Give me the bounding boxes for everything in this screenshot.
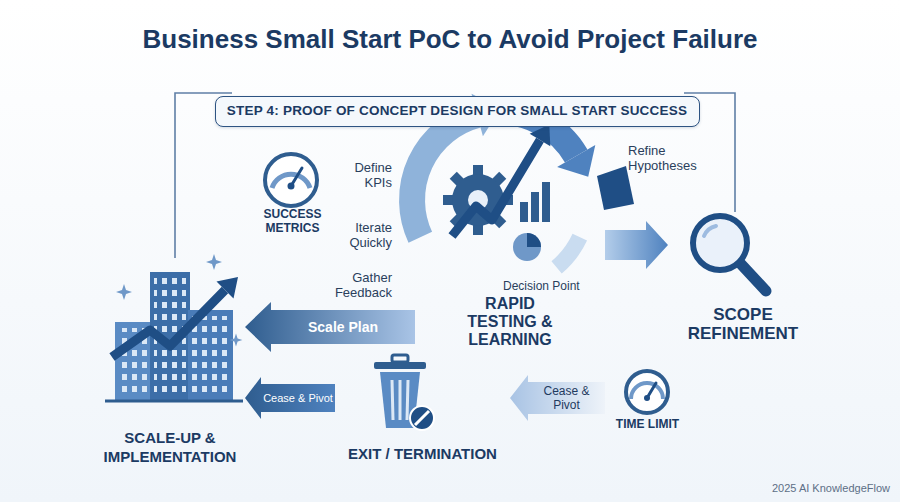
cycle-label: RAPID TESTING & LEARNING bbox=[460, 295, 560, 349]
exit-step: EXIT / TERMINATION bbox=[335, 350, 510, 465]
bar-chart-icon bbox=[520, 182, 550, 222]
time-gauge: TIME LIMIT bbox=[605, 365, 690, 435]
step-label: SCOPE REFINEMENT bbox=[673, 305, 813, 343]
scale-up-step: SCALE-UP & IMPLEMENTATION bbox=[95, 250, 245, 465]
pie-chart-icon bbox=[513, 233, 541, 261]
step-note: Iterate Quickly bbox=[327, 220, 392, 250]
buildings-icon bbox=[105, 254, 243, 401]
testing-cycle: RAPID TESTING & LEARNING bbox=[415, 112, 605, 352]
step-note: Define KPIs bbox=[337, 160, 392, 190]
diagram-title: Business Small Start PoC to Avoid Projec… bbox=[0, 24, 900, 55]
gauge-label: TIME LIMIT bbox=[605, 417, 690, 431]
flow-arrow bbox=[605, 221, 668, 269]
decision-note: Decision Point bbox=[503, 279, 603, 293]
metric-gauge: SUCCESS METRICS bbox=[250, 145, 335, 240]
flow-arrow bbox=[245, 377, 335, 419]
flow-arrow bbox=[510, 375, 605, 421]
gauge-label: SUCCESS METRICS bbox=[250, 207, 335, 235]
growth-arrow bbox=[452, 125, 550, 236]
arrow-label: Cease & Pivot bbox=[538, 384, 596, 412]
step-label: EXIT / TERMINATION bbox=[335, 445, 510, 463]
arrow-label: Cease & Pivot bbox=[263, 392, 333, 405]
step-label: SCALE-UP & IMPLEMENTATION bbox=[95, 428, 245, 466]
trash-icon bbox=[374, 355, 434, 430]
watermark: 2025 AI KnowledgeFlow bbox=[700, 482, 890, 495]
scope-step: SCOPE REFINEMENT bbox=[668, 205, 818, 345]
magnifier-icon bbox=[693, 216, 766, 291]
step-banner: STEP 4: PROOF OF CONCEPT DESIGN FOR SMAL… bbox=[215, 96, 700, 127]
gauge-icon bbox=[265, 154, 317, 206]
step-note: Gather Feedback bbox=[322, 270, 392, 300]
arrow-label: Scale Plan bbox=[308, 319, 378, 335]
cycle-arc bbox=[557, 237, 580, 267]
gauge-icon bbox=[626, 371, 668, 413]
cycle-arrowhead bbox=[557, 145, 595, 177]
banner-text: STEP 4: PROOF OF CONCEPT DESIGN FOR SMAL… bbox=[216, 97, 698, 125]
flow-arrow bbox=[245, 302, 415, 352]
step-note: Refine Hypotheses bbox=[628, 143, 708, 173]
